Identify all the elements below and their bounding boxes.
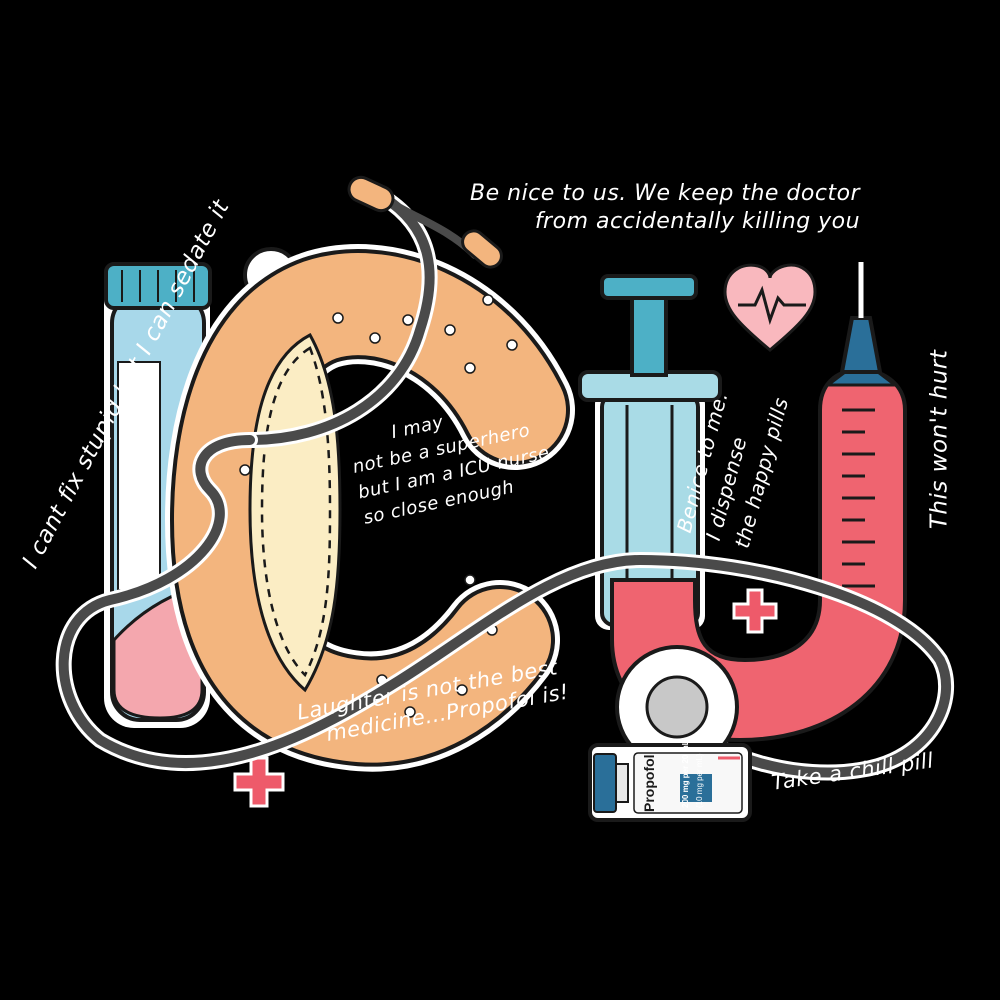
plus-icon — [233, 756, 285, 808]
vial-icon: Propofol 200 mg per 20 mL (10 mg per mL) — [588, 740, 752, 822]
quote-nice-line1: Be nice to us. We keep the doctor — [470, 181, 861, 206]
vial-strength-label: (10 mg per mL) — [695, 753, 704, 808]
quote-nice-line2: from accidentally killing you — [534, 208, 861, 234]
stethoscope-icon — [55, 175, 955, 781]
heartbeat-icon — [723, 263, 817, 352]
vial-dose-label: 200 mg per 20 mL — [681, 740, 690, 808]
quote-hurt-line: This won't hurt — [926, 349, 953, 530]
quote-nice: Be nice to us. We keep the doctor from a… — [470, 180, 860, 235]
quote-hurt: This won't hurt — [925, 350, 954, 530]
vial-brand-label: Propofol — [641, 754, 657, 812]
plus-icon — [732, 588, 778, 634]
